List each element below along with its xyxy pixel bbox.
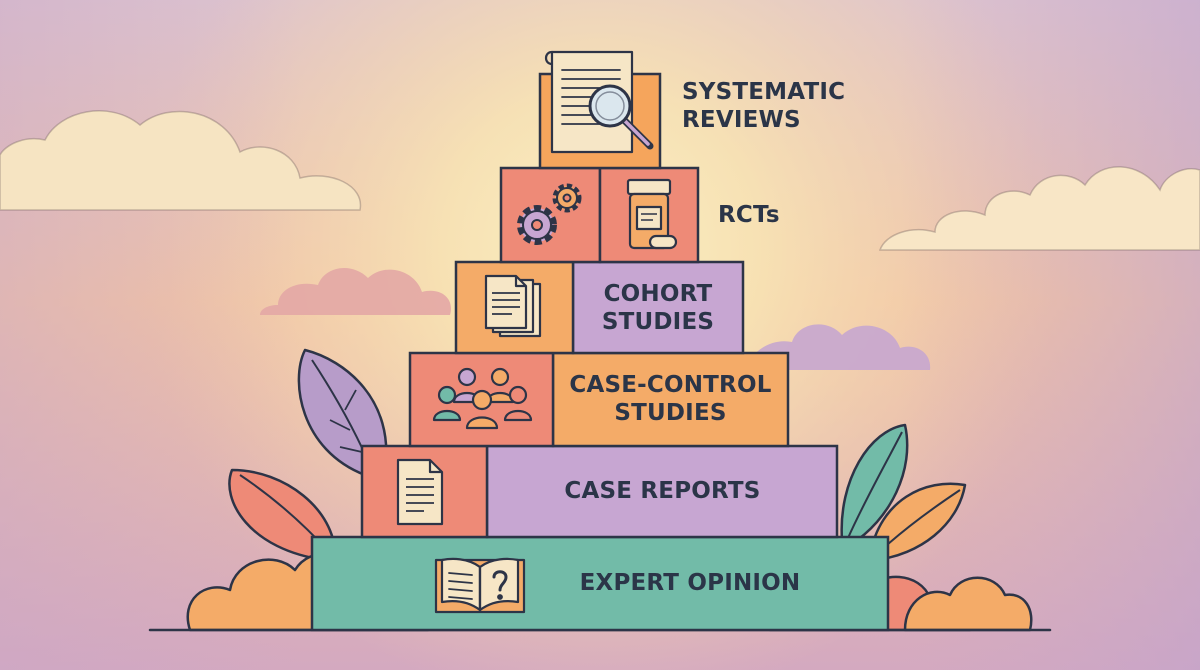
level-case-control-label: CASE-CONTROL STUDIES [569,372,772,426]
level-case-reports [360,444,839,539]
bush-right-back [903,576,1033,632]
cloud-mid-right [745,324,931,370]
level-cohort-label: COHORT STUDIES [601,281,715,335]
level-rcts-label: RCTs [718,202,780,228]
gears-icon [517,183,582,245]
document-icon [396,458,444,526]
level-systematic-reviews-label: SYSTEMATIC REVIEWS [682,79,846,133]
level-expert-opinion [310,535,890,632]
pill-bottle-icon [626,178,678,250]
level-systematic-reviews [538,50,662,170]
leaf-purple-left [297,348,388,477]
level-expert-opinion-label: EXPERT OPINION [579,570,801,596]
cloud-left [0,110,362,211]
level-case-control-studies [408,351,790,448]
document-stack-icon [484,274,542,338]
people-group-icon [432,367,533,430]
level-rcts [499,166,700,264]
level-case-reports-label: CASE REPORTS [564,478,761,504]
document-magnifier-icon [544,50,654,154]
level-expert-opinion-block [310,535,890,632]
cloud-mid-left [260,268,451,315]
open-book-question-icon [434,557,526,614]
leaf-teal-right [840,423,909,547]
level-case-reports-block [485,444,839,539]
cloud-right [878,166,1200,251]
level-case-control-block [551,351,790,448]
level-cohort-block [571,260,745,355]
